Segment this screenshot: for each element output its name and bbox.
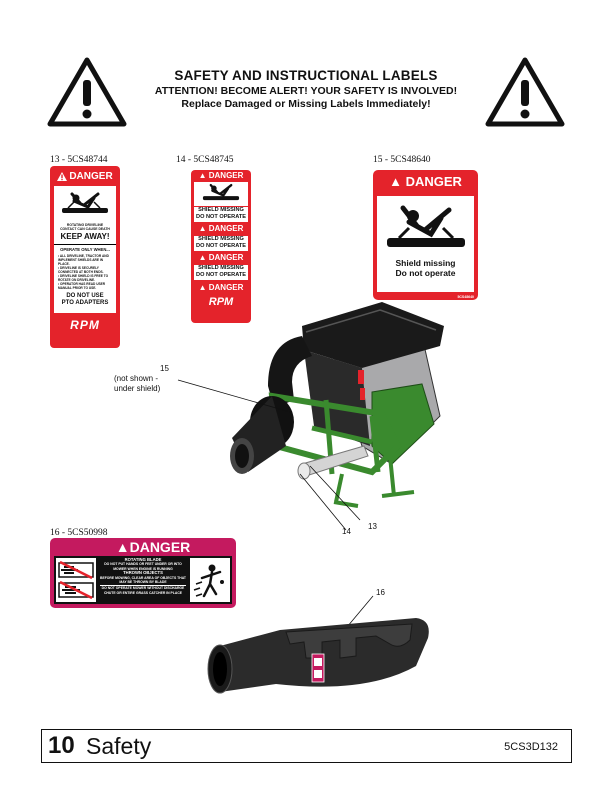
label-16-hand-pictogram xyxy=(56,558,96,602)
entanglement-pictogram-icon xyxy=(202,183,240,201)
label-14-header-2: ▲ DANGER xyxy=(198,224,244,233)
no-hands-feet-icon xyxy=(58,560,94,600)
label-16-body: ROTATING BLADE DO NOT PUT HANDS OR FEET … xyxy=(54,556,232,604)
discharge-chute-illustration xyxy=(207,618,429,694)
label-15-body: Shield missing Do not operate xyxy=(377,196,474,292)
label-14-header-3: ▲ DANGER xyxy=(198,253,244,262)
warning-triangle-icon-left xyxy=(47,57,127,127)
header-replace: Replace Damaged or Missing Labels Immedi… xyxy=(181,98,431,110)
warning-triangle-icon-right xyxy=(485,57,565,127)
mower-machine-illustration xyxy=(230,302,444,508)
label-13-line-a: ROTATING DRIVELINE xyxy=(66,223,104,227)
label-13-do-not-use: DO NOT USE PTO ADAPTERS xyxy=(61,293,109,306)
footer-box xyxy=(41,729,572,763)
label-13-brand-logo: RPM xyxy=(70,318,100,332)
label-14-header-4: ▲ DANGER xyxy=(198,283,244,292)
thrown-objects-icon xyxy=(193,564,224,598)
label-13-line-b: CONTACT CAN CAUSE DEATH xyxy=(60,227,110,231)
document-code: 5CS3D132 xyxy=(504,741,558,753)
caption-14: 14 - 5CS48745 xyxy=(176,155,234,165)
callout-16: 16 xyxy=(376,588,385,597)
entanglement-pictogram-icon xyxy=(62,192,108,213)
label-16-header: ▲DANGER xyxy=(115,539,191,555)
label-13-body: ROTATING DRIVELINE CONTACT CAN CAUSE DEA… xyxy=(54,186,116,313)
label-13-header: DANGER xyxy=(53,169,117,183)
caption-16: 16 - 5CS50998 xyxy=(50,528,108,538)
label-15-header: ▲ DANGER xyxy=(389,174,462,189)
callout-13: 13 xyxy=(368,522,377,531)
header-attention: ATTENTION! BECOME ALERT! YOUR SAFETY IS … xyxy=(154,85,458,97)
label-16-text: ROTATING BLADE DO NOT PUT HANDS OR FEET … xyxy=(100,557,186,595)
label-13-list: • ALL DRIVELINE, TRACTOR AND IMPLEMENT S… xyxy=(58,254,109,290)
callout-15: 15 xyxy=(160,364,169,373)
label-14-header: ▲ DANGER xyxy=(198,171,244,180)
callout-15-note-line-2: under shield) xyxy=(114,384,161,393)
label-15-text: Shield missing Do not operate xyxy=(395,258,456,278)
callout-15-note-line-1: (not shown - xyxy=(114,374,159,383)
label-14-brand-logo: RPM xyxy=(208,296,234,308)
label-16-rotating-blade: ▲DANGER ROTATING BLADE DO NOT PUT HANDS … xyxy=(50,538,236,608)
label-13-keep-away: KEEP AWAY! xyxy=(60,232,110,241)
label-16-thrown-objects-pictogram xyxy=(190,558,230,602)
header-title: SAFETY AND INSTRUCTIONAL LABELS xyxy=(174,68,438,83)
entanglement-pictogram-icon xyxy=(387,205,465,247)
callout-14: 14 xyxy=(342,527,351,536)
label-14-pictogram xyxy=(194,182,248,206)
label-13-operate: OPERATE ONLY WHEN... xyxy=(54,244,116,252)
page-header: SAFETY AND INSTRUCTIONAL LABELS ATTENTIO… xyxy=(120,68,492,110)
danger-alert-icon xyxy=(57,171,68,181)
label-13-driveline-danger: DANGER ROTATING DRIVELINE CONTACT CAN CA… xyxy=(50,166,120,348)
section-title: Safety xyxy=(86,733,152,759)
label-15-code: 5CS48640 xyxy=(457,295,474,299)
label-15-shield-missing: ▲ DANGER Shield missing Do not operate 5… xyxy=(373,170,478,300)
page-number: 10 xyxy=(48,732,75,759)
caption-13: 13 - 5CS48744 xyxy=(50,155,108,165)
caption-15: 15 - 5CS48640 xyxy=(373,155,431,165)
